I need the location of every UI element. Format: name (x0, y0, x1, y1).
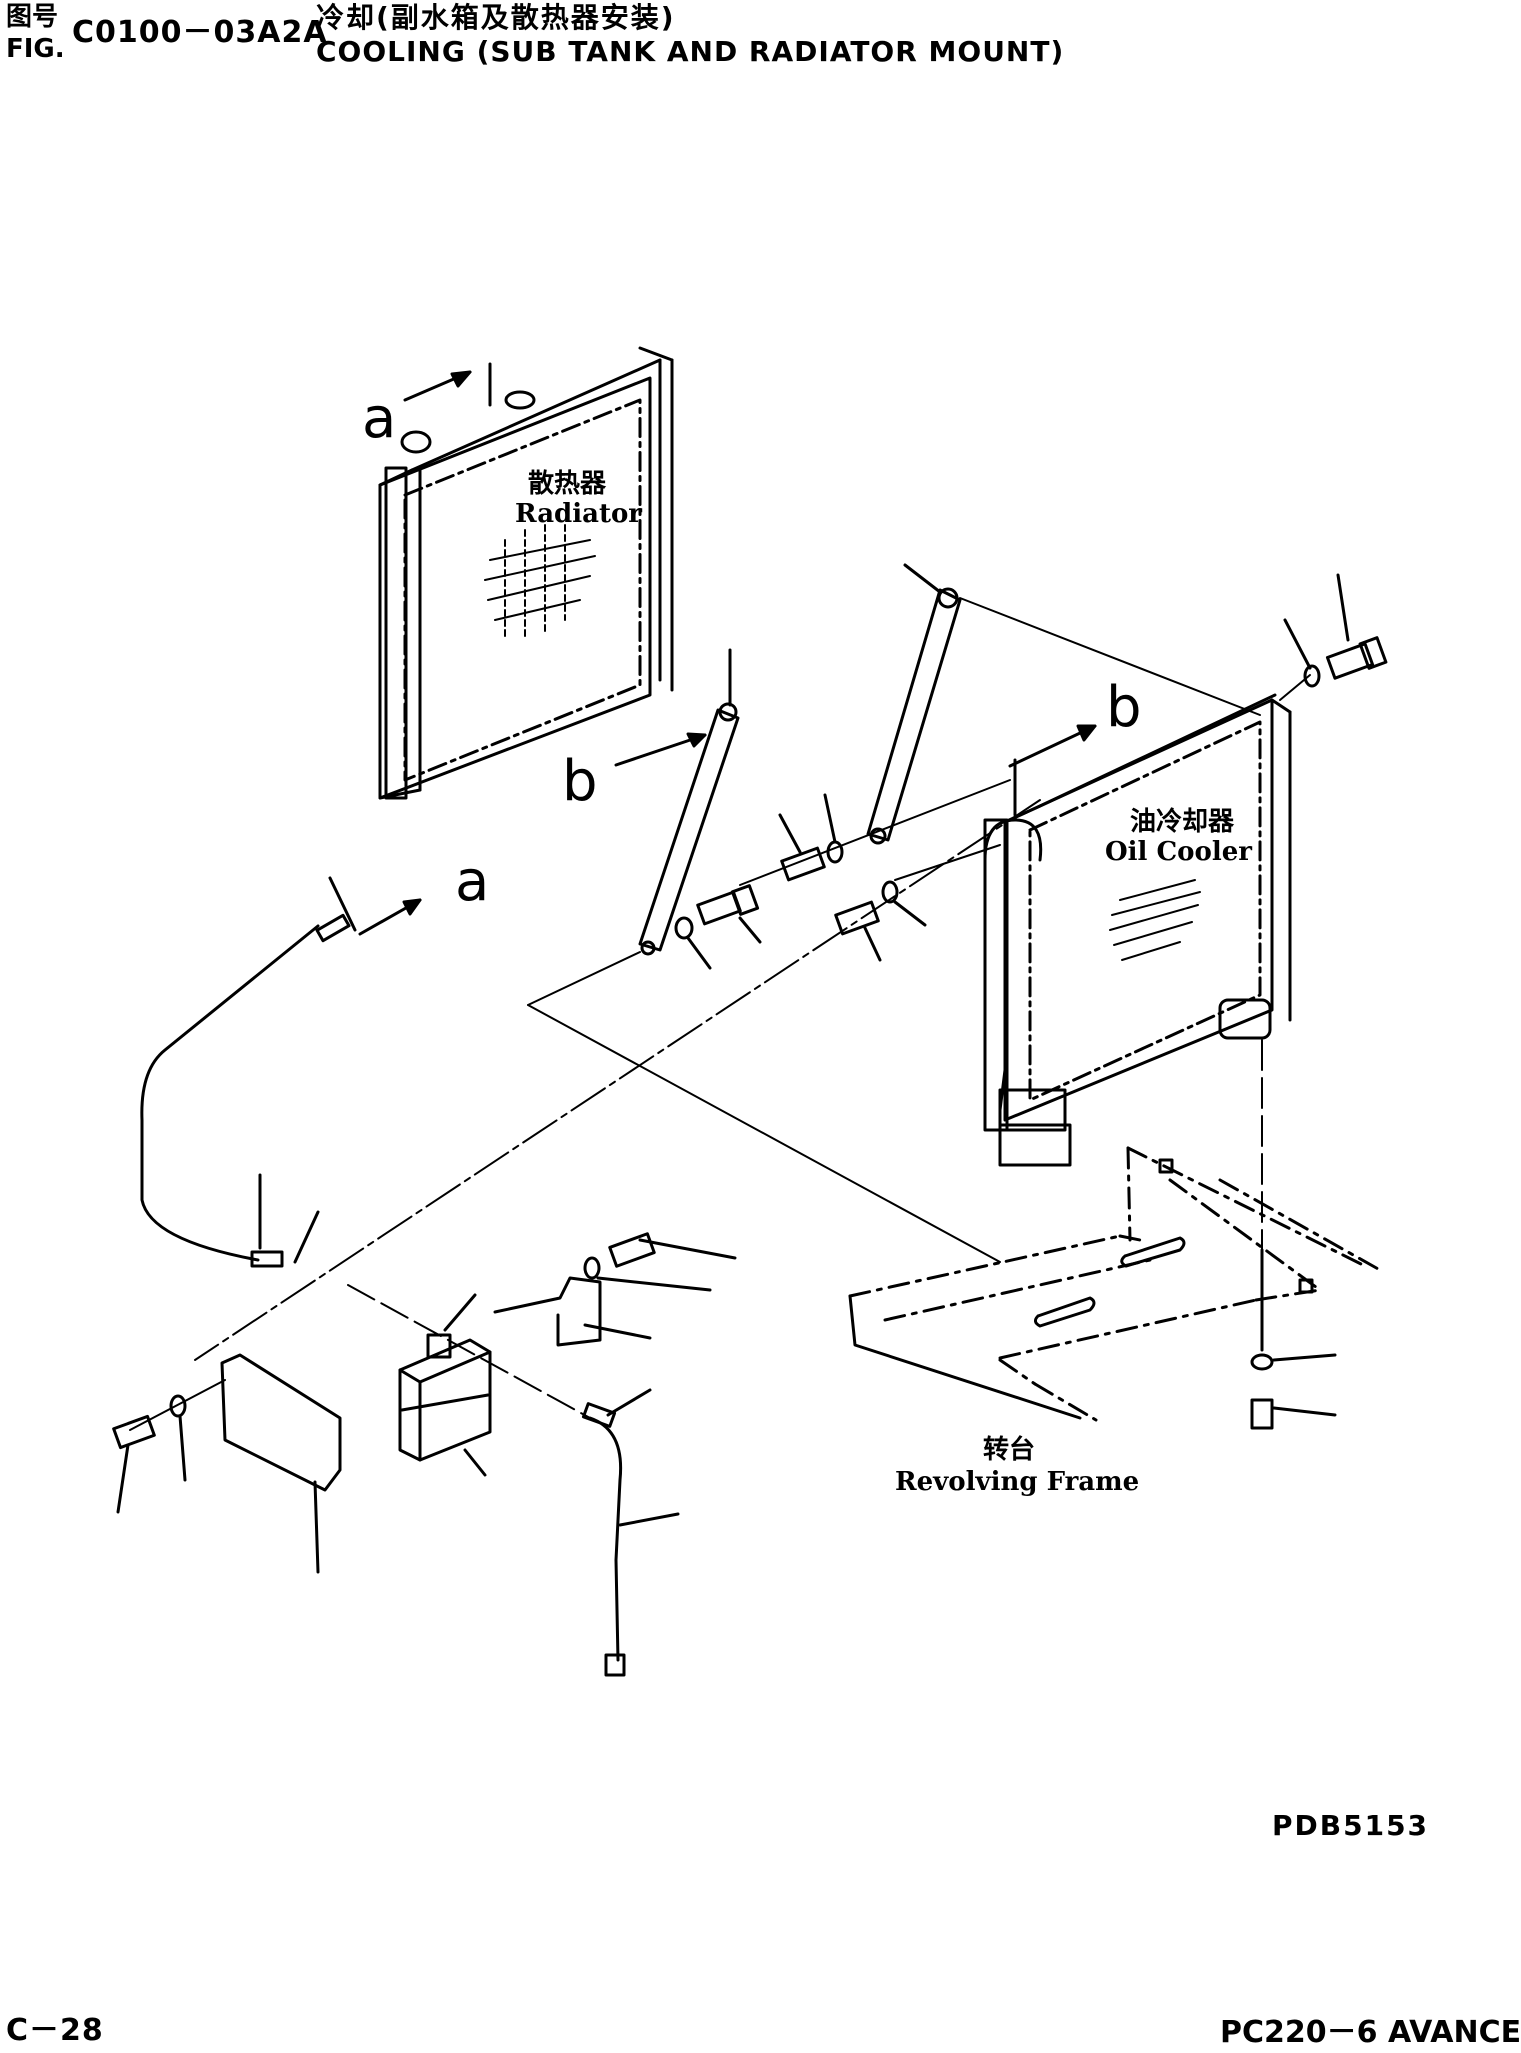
sub-tank-assembly (140, 876, 680, 1677)
oil-cooler-drawing (983, 693, 1292, 1167)
title-chinese: 冷却(副水箱及散热器安装) (316, 1, 676, 34)
radiator-label-english: Radiator (515, 499, 642, 529)
assembly-center-lines (129, 597, 1311, 1431)
revolving-frame-drawing (848, 1146, 1382, 1422)
ref-letter-b-oil-cooler: b (1106, 675, 1142, 740)
ref-letter-a-hose: a (455, 849, 489, 914)
oil-cooler-label-english: Oil Cooler (1105, 837, 1252, 867)
figure-label-chinese: 图号 (6, 2, 59, 32)
revolving-frame-label-chinese: 转台 (983, 1434, 1035, 1465)
drawing-number: PDB5153 (1272, 1809, 1430, 1842)
radiator-label-chinese: 散热器 (528, 469, 607, 499)
title-english: COOLING (SUB TANK AND RADIATOR MOUNT) (316, 35, 1065, 68)
ref-letter-b-stay: b (562, 749, 598, 814)
figure-label-english: FIG. (6, 34, 65, 64)
stay-bars (614, 563, 962, 956)
page-number: C－28 (6, 2013, 104, 2048)
ref-letter-a-radiator: a (362, 386, 396, 451)
revolving-frame-label-english: Revolving Frame (895, 1467, 1139, 1497)
radiator-drawing (378, 346, 674, 800)
figure-code: C0100－03A2A (72, 15, 328, 50)
bolts-and-washers (112, 573, 1388, 1514)
oil-cooler-label-chinese: 油冷却器 (1130, 806, 1235, 837)
model-name: PC220－6 AVANCE (1220, 2015, 1521, 2050)
